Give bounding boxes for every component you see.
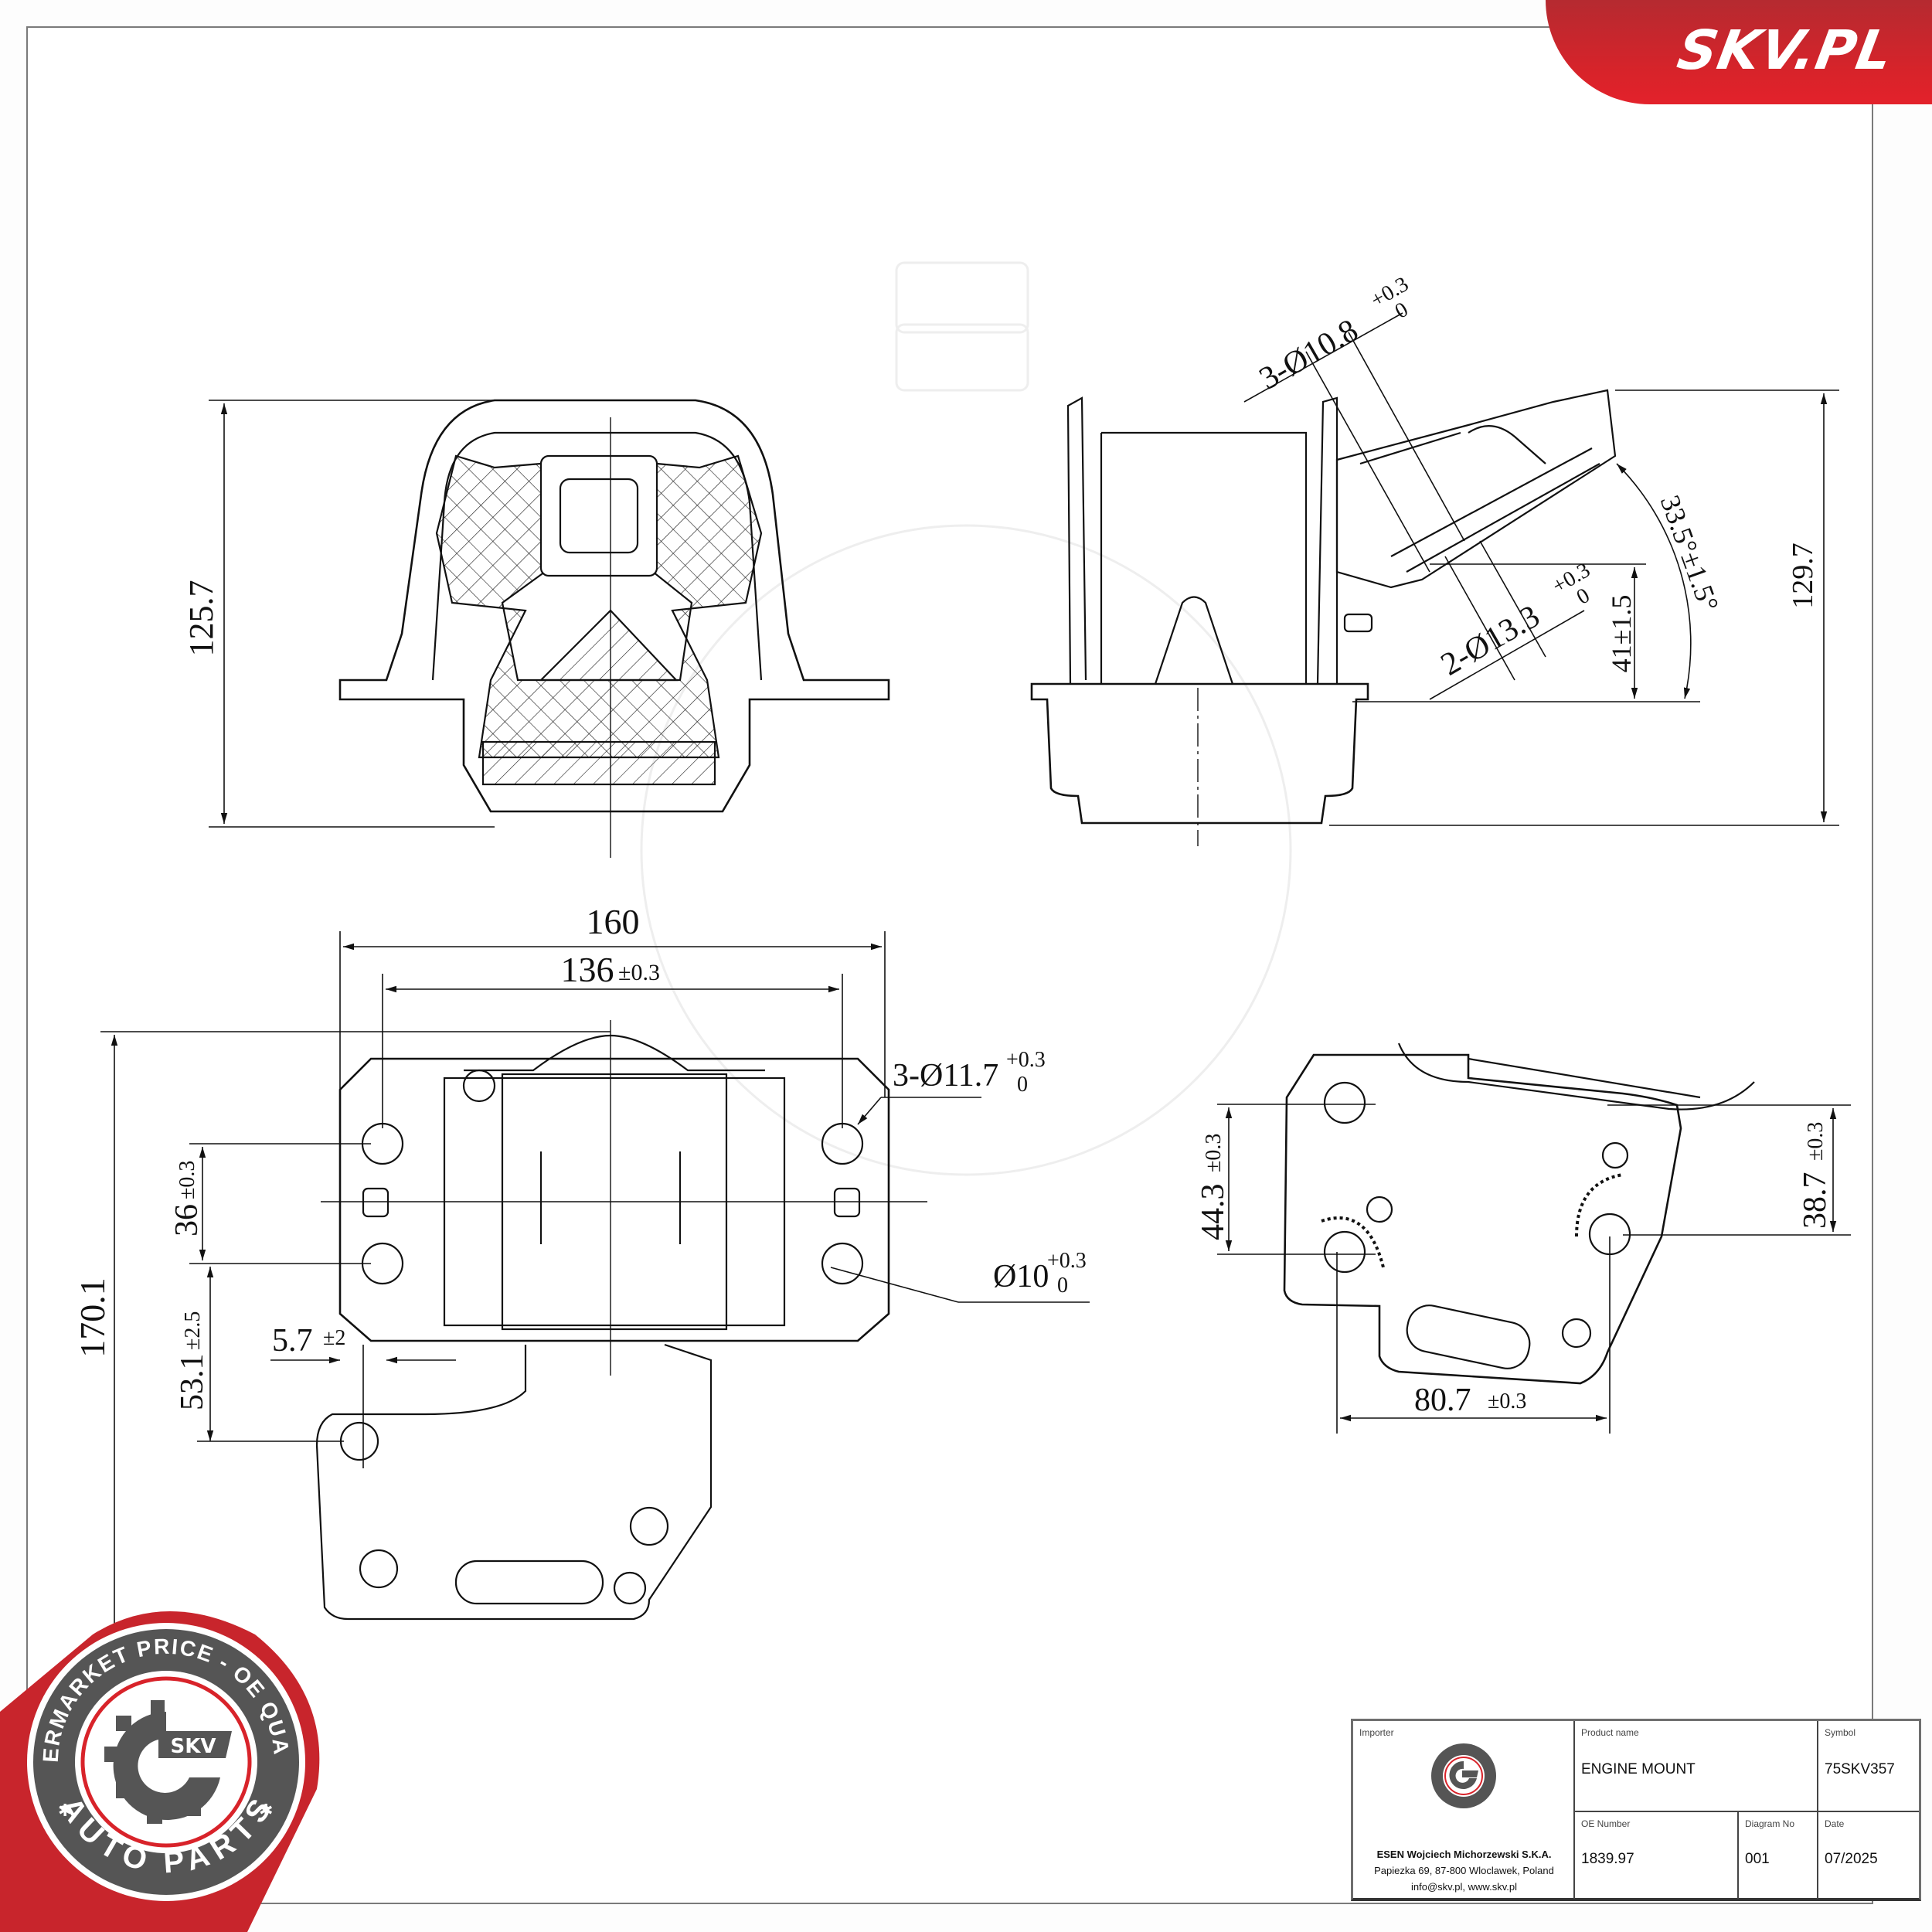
svg-text:0: 0: [1017, 1073, 1028, 1097]
side-view: [1030, 389, 1617, 846]
title-block: Importer ESEN Wojciech Michorzewski S.K.…: [1351, 1719, 1921, 1901]
watermark-logo: [640, 261, 1292, 1176]
badge-star-right-icon: ✱: [259, 1801, 273, 1820]
importer-logo-icon: [1431, 1743, 1496, 1808]
bracket-horizontal-label: 80.7 ±0.3: [1414, 1383, 1526, 1418]
side-offset-label: 41±1.5: [1606, 595, 1637, 673]
svg-text:3-Ø11.7: 3-Ø11.7: [893, 1058, 998, 1094]
importer-address-block: ESEN Wojciech Michorzewski S.K.A. Papiez…: [1353, 1846, 1575, 1895]
bracket-view: [1283, 1043, 1755, 1385]
svg-text:38.7: 38.7: [1798, 1172, 1833, 1230]
front-height-dimension: [209, 400, 502, 828]
top-width-holes-tol: ±0.3: [618, 960, 660, 985]
front-height-label: 125.7: [182, 580, 220, 657]
product-name-label: Product name: [1581, 1727, 1639, 1738]
top-width-labels: 160 136 ±0.3: [561, 902, 660, 989]
top-view: [315, 1020, 927, 1621]
top-width-holes-label: 136: [561, 950, 614, 989]
svg-text:0: 0: [1057, 1274, 1068, 1298]
top-width-overall-label: 160: [587, 902, 640, 941]
svg-text:±0.3: ±0.3: [1804, 1122, 1828, 1161]
svg-text:36: 36: [169, 1204, 205, 1236]
drawing-frame: [26, 26, 1873, 1904]
importer-name: ESEN Wojciech Michorzewski S.K.A.: [1376, 1849, 1552, 1860]
importer-cell: Importer ESEN Wojciech Michorzewski S.K.…: [1353, 1721, 1575, 1899]
importer-label: Importer: [1359, 1727, 1394, 1738]
svg-text:2-Ø13.3: 2-Ø13.3: [1435, 598, 1546, 682]
svg-text:5.7: 5.7: [272, 1323, 313, 1359]
svg-text:80.7: 80.7: [1414, 1383, 1471, 1418]
svg-text:±2.5: ±2.5: [181, 1311, 205, 1350]
oe-number-cell: OE Number 1839.97: [1575, 1812, 1739, 1899]
svg-text:53.1: 53.1: [175, 1354, 210, 1411]
bracket-dimensions: [1217, 1104, 1851, 1434]
importer-contact: info@skv.pl, www.skv.pl: [1411, 1881, 1517, 1893]
svg-text:0: 0: [1391, 298, 1413, 324]
top-height-label: 170.1: [73, 1277, 112, 1358]
svg-text:±0.3: ±0.3: [1202, 1134, 1226, 1172]
svg-text:+0.3: +0.3: [1367, 272, 1413, 312]
svg-text:±2: ±2: [323, 1326, 345, 1350]
symbol-label: Symbol: [1825, 1727, 1856, 1738]
svg-text:0: 0: [1573, 583, 1594, 610]
top-hole-spacing-label: 36 ±0.3: [169, 1161, 205, 1236]
svg-text:±0.3: ±0.3: [175, 1161, 199, 1199]
symbol-cell: Symbol 75SKV357: [1818, 1721, 1919, 1812]
gear-icon: [104, 1700, 220, 1824]
svg-text:Ø10: Ø10: [993, 1259, 1049, 1294]
date-label: Date: [1825, 1818, 1845, 1829]
oe-number-label: OE Number: [1581, 1818, 1631, 1829]
skv-quality-badge: AFTERMARKET PRICE - OE QUALITY AUTO PART…: [0, 1588, 320, 1932]
date-cell: Date 07/2025: [1818, 1812, 1919, 1899]
badge-center-text: SKV: [171, 1735, 216, 1758]
svg-text:+0.3: +0.3: [1047, 1249, 1087, 1273]
symbol-value: 75SKV357: [1825, 1761, 1895, 1777]
badge-star-left-icon: ✱: [58, 1801, 72, 1820]
product-name-cell: Product name ENGINE MOUNT: [1575, 1721, 1818, 1812]
side-hole-a-label: 3-Ø10.8 +0.3 0: [1253, 272, 1413, 396]
date-value: 07/2025: [1825, 1851, 1878, 1867]
side-dimensions: [1243, 312, 1839, 826]
top-bracket-offset-label: 53.1 ±2.5: [175, 1311, 210, 1410]
side-height-label: 129.7: [1787, 543, 1819, 609]
top-lateral-offset-label: 5.7 ±2: [272, 1323, 345, 1359]
diagram-no-cell: Diagram No 001: [1739, 1812, 1818, 1899]
bracket-left-label: 44.3 ±0.3: [1196, 1134, 1231, 1240]
top-hole-a-label: 3-Ø11.7 +0.3 0: [893, 1048, 1046, 1097]
brand-tab: SKV.PL: [1546, 0, 1932, 104]
bracket-right-label: 38.7 ±0.3: [1798, 1122, 1833, 1229]
svg-text:44.3: 44.3: [1196, 1184, 1231, 1241]
front-section-view: [338, 399, 890, 858]
top-hole-b-label: Ø10 +0.3 0: [993, 1249, 1087, 1298]
svg-text:±0.3: ±0.3: [1488, 1389, 1526, 1413]
svg-text:+0.3: +0.3: [1006, 1048, 1046, 1072]
importer-address: Papiezka 69, 87-800 Wloclawek, Poland: [1374, 1865, 1554, 1876]
diagram-no-label: Diagram No: [1745, 1818, 1795, 1829]
oe-number-value: 1839.97: [1581, 1851, 1634, 1867]
product-name-value: ENGINE MOUNT: [1581, 1761, 1696, 1777]
diagram-no-value: 001: [1745, 1851, 1770, 1867]
svg-text:3-Ø10.8: 3-Ø10.8: [1253, 312, 1364, 396]
side-angle-label: 33.5°±1.5°: [1655, 491, 1725, 615]
